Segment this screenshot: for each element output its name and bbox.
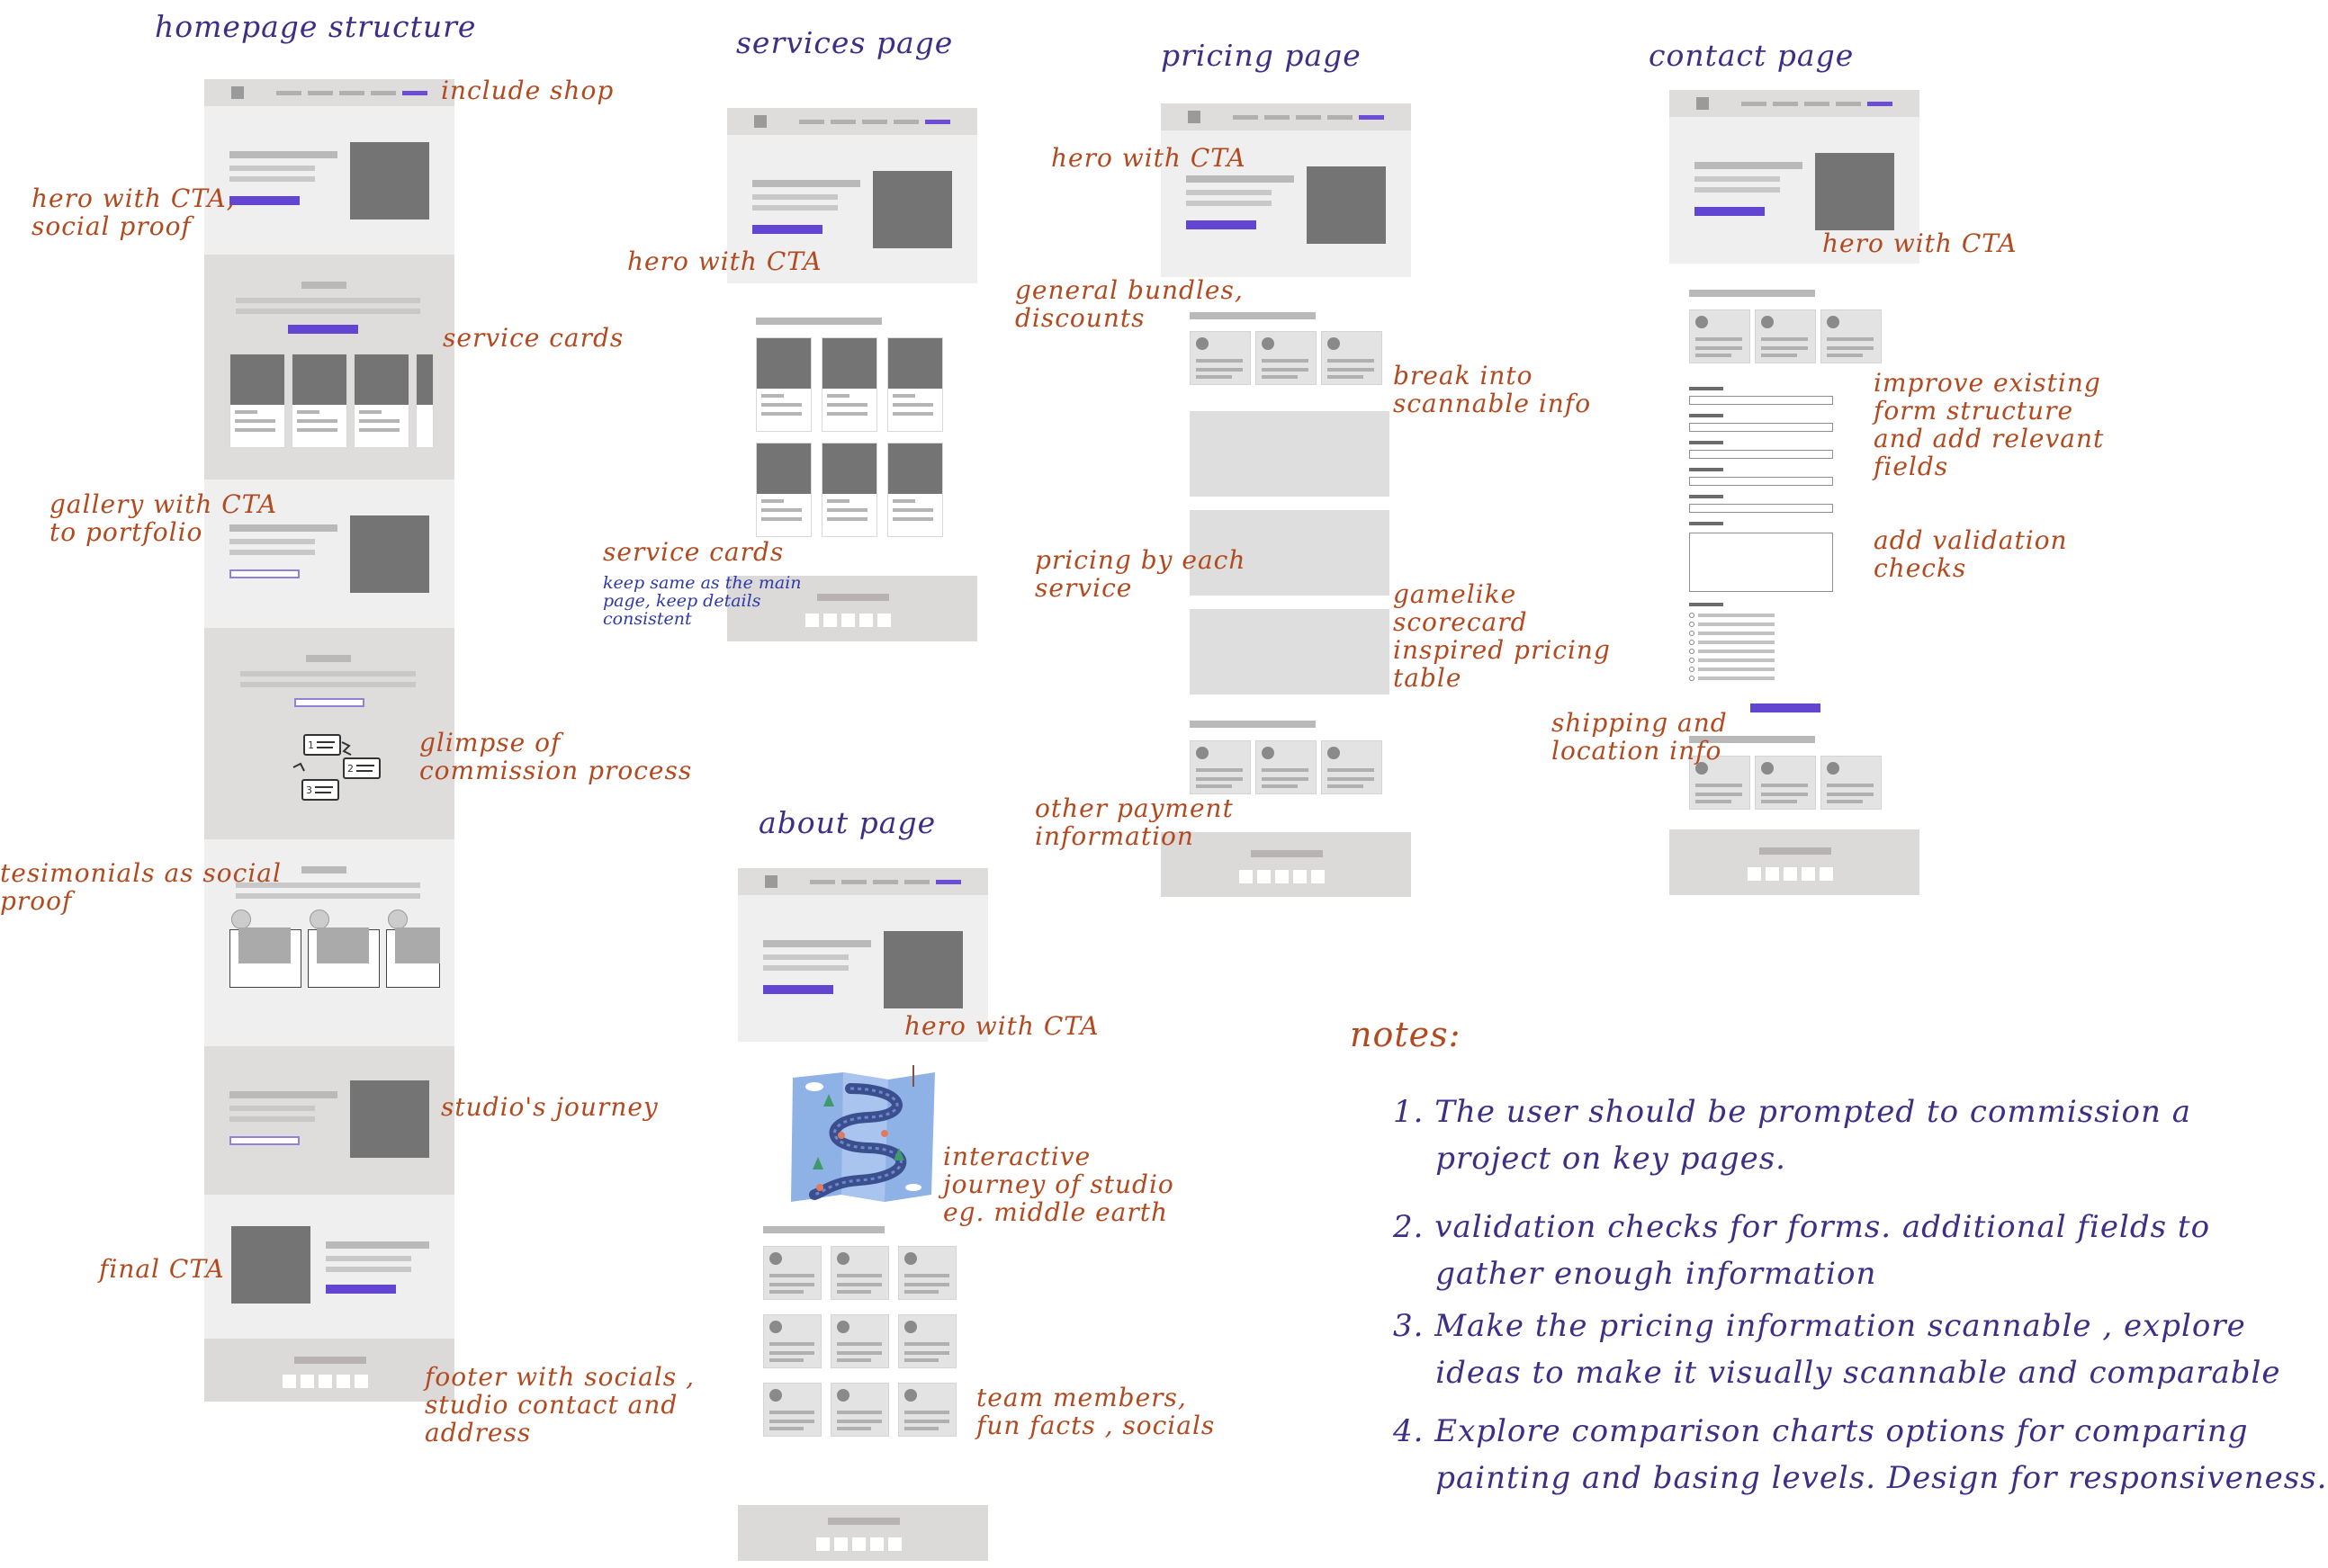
- ann-shipping: shipping and location info: [1551, 708, 1728, 766]
- journey-map-illustration: [791, 1065, 935, 1202]
- ann-final-cta: final CTA: [99, 1254, 225, 1284]
- services-footer: [727, 576, 977, 641]
- ann-testimonials: tesimonials as social proof: [0, 858, 282, 916]
- homepage-title: homepage structure: [155, 9, 477, 44]
- ann-services-hero: hero with CTA: [627, 246, 822, 276]
- ann-about-hero: hero with CTA: [904, 1011, 1100, 1041]
- ann-include-shop: include shop: [441, 76, 615, 105]
- services-title: services page: [736, 25, 954, 60]
- services-wireframe: [727, 108, 977, 641]
- about-title: about page: [759, 805, 937, 840]
- about-wireframe: [738, 868, 988, 1568]
- pricing-footer: [1161, 832, 1411, 897]
- ann-validation: add validation checks: [1874, 525, 2068, 583]
- ann-form: improve existing form structure and add …: [1874, 368, 2105, 481]
- ann-contact-hero: hero with CTA: [1822, 228, 2018, 258]
- ann-by-service: pricing by each service: [1035, 545, 1246, 603]
- svg-text:1: 1: [308, 739, 314, 751]
- services-hero-section: [727, 135, 977, 283]
- ann-about-journey: interactive journey of studio eg. middle…: [943, 1142, 1174, 1227]
- pricing-hero-section: [1161, 130, 1411, 277]
- about-hero-section: [738, 895, 988, 1042]
- homepage-wireframe: 1 2 3: [204, 79, 454, 1402]
- ann-footer: footer with socials , studio contact and…: [425, 1362, 695, 1447]
- ann-services-cards-note: keep same as the main page, keep details…: [603, 573, 802, 629]
- ann-gallery: gallery with CTA to portfolio: [49, 489, 278, 547]
- ann-payment: other payment information: [1035, 793, 1234, 851]
- home-journey-section: [204, 1046, 454, 1195]
- note-item-3: 3. Make the pricing information scannabl…: [1393, 1308, 2281, 1391]
- ann-scannable: break into scannable info: [1393, 361, 1592, 418]
- note-item-4: 4. Explore comparison charts options for…: [1393, 1413, 2328, 1496]
- home-hero-section: [204, 106, 454, 255]
- note-item-2: 2. validation checks for forms. addition…: [1393, 1209, 2211, 1292]
- ann-pricing-hero: hero with CTA: [1051, 143, 1246, 173]
- ann-commission: glimpse of commission process: [419, 728, 693, 785]
- svg-text:2: 2: [347, 763, 354, 775]
- svg-text:3: 3: [306, 784, 312, 796]
- navbar: [204, 79, 454, 106]
- contact-wireframe: [1669, 90, 1919, 895]
- ann-home-hero: hero with CTA, social proof: [31, 184, 236, 241]
- home-footer: [204, 1339, 454, 1402]
- ann-gamelike: gamelike scorecard inspired pricing tabl…: [1393, 579, 1611, 693]
- pricing-wireframe: [1161, 103, 1411, 897]
- services-cards-section: [727, 283, 977, 580]
- home-final-cta-section: [204, 1195, 454, 1339]
- ann-bundles: general bundles, discounts: [1015, 275, 1244, 333]
- home-testimonials-section: [204, 839, 454, 1046]
- ann-journey: studio's journey: [441, 1092, 659, 1122]
- notes-heading: notes:: [1350, 1015, 1461, 1054]
- logo: [231, 86, 244, 99]
- about-footer: [738, 1505, 988, 1561]
- ann-team: team members, fun facts , socials: [976, 1383, 1216, 1440]
- pricing-title: pricing page: [1161, 38, 1362, 73]
- hero-image: [350, 142, 429, 220]
- home-gallery-section: [204, 479, 454, 628]
- contact-title: contact page: [1649, 38, 1855, 73]
- home-commission-section: 1 2 3: [204, 628, 454, 839]
- ann-service-cards: service cards: [443, 323, 625, 353]
- contact-footer: [1669, 829, 1919, 895]
- note-item-1: 1. The user should be prompted to commis…: [1393, 1094, 2192, 1177]
- hero-cta-button: [229, 196, 300, 205]
- commission-process-icon: 1 2 3: [292, 734, 381, 801]
- ann-services-cards: service cards: [603, 537, 785, 567]
- home-service-cards-section: [204, 255, 454, 479]
- contact-hero-section: [1669, 117, 1919, 264]
